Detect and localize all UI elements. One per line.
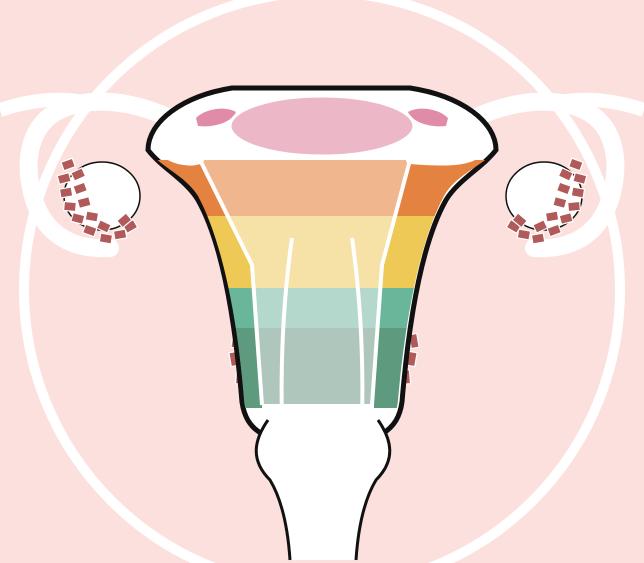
fundus xyxy=(230,96,414,156)
